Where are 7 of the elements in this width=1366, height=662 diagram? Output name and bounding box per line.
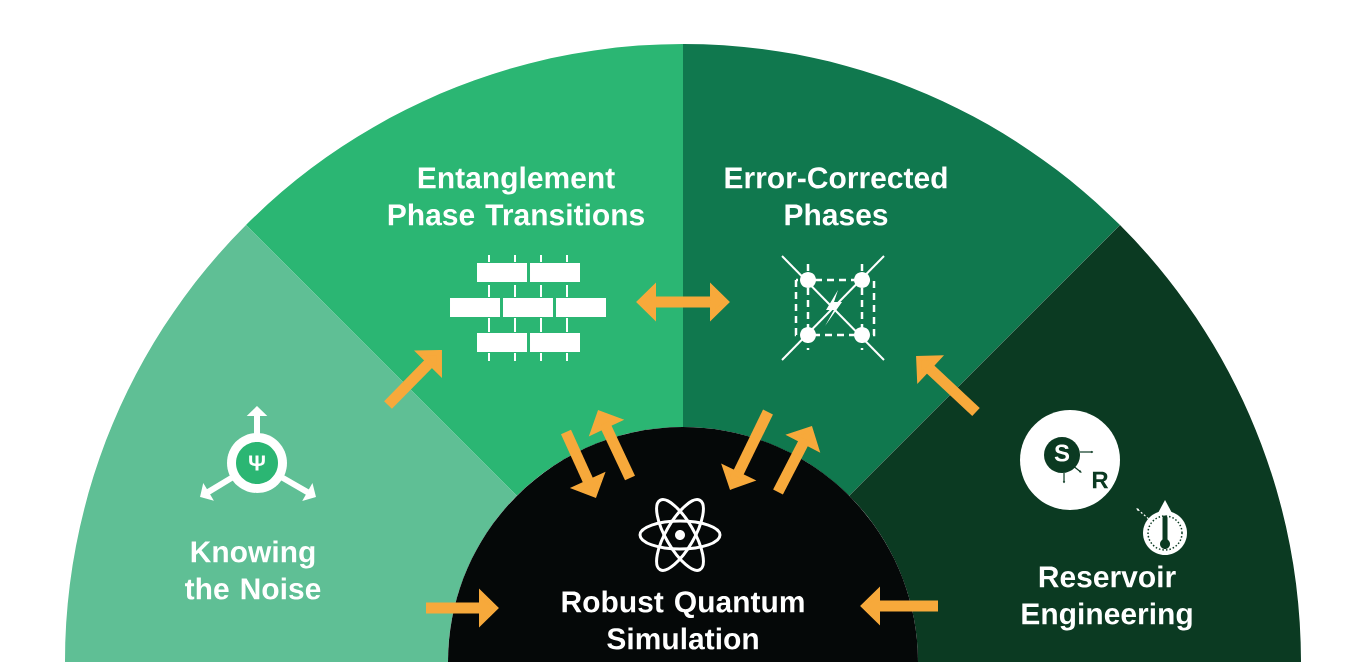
letter-label: R xyxy=(1092,471,1109,489)
arrow xyxy=(916,355,980,416)
arrow xyxy=(588,410,635,481)
psi-symbol: Ψ xyxy=(249,455,265,471)
letter-label: S xyxy=(1054,444,1070,462)
arrow xyxy=(561,429,606,498)
arrow xyxy=(384,350,442,409)
